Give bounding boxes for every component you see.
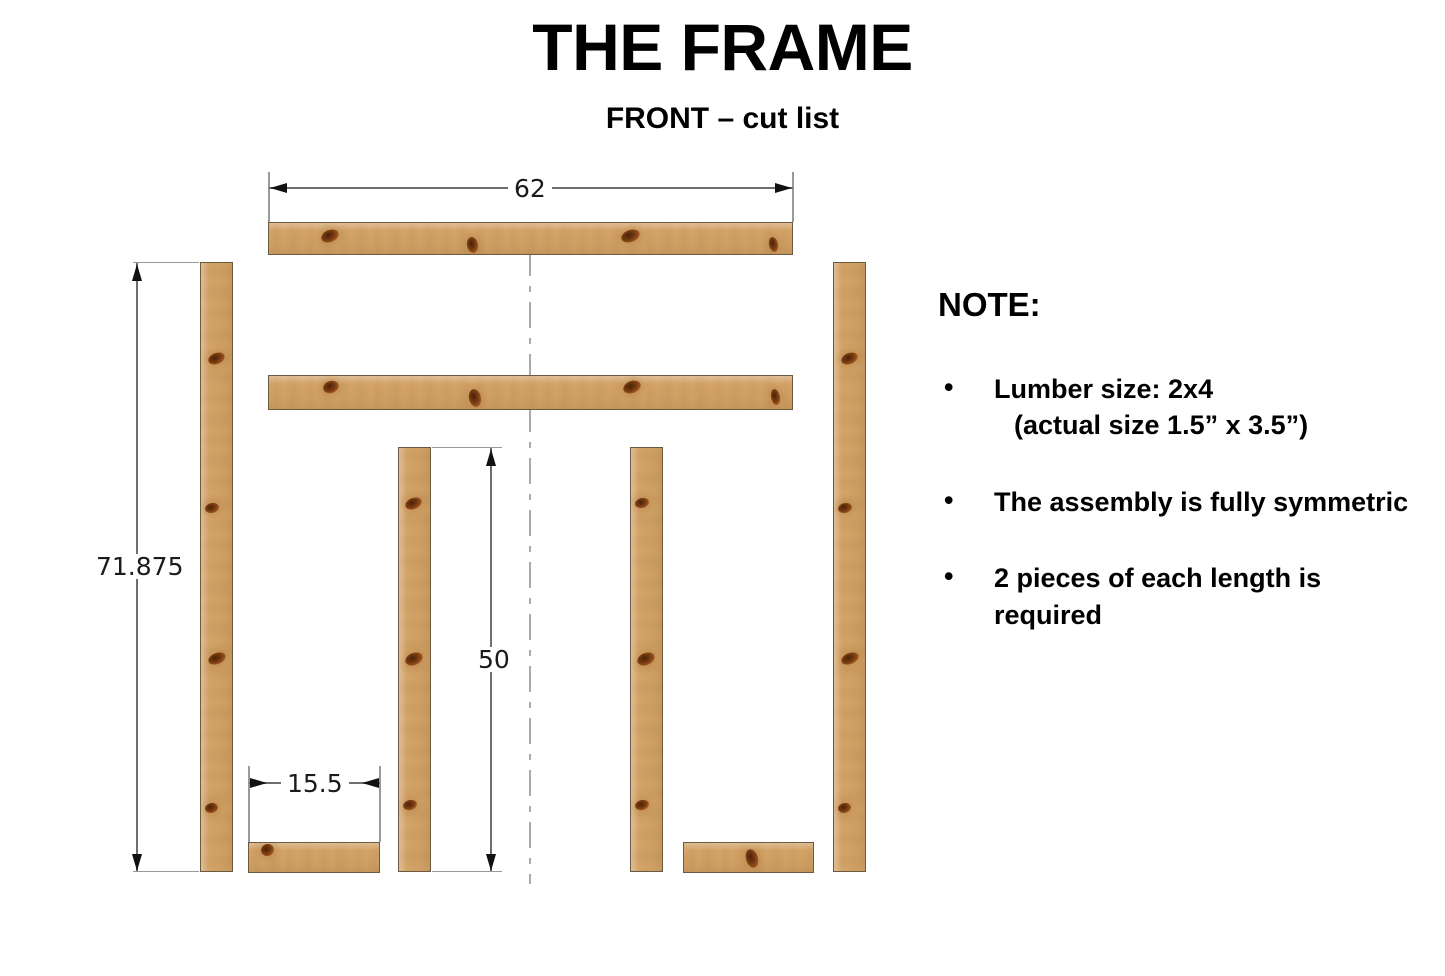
ext-line-50-bottom: [432, 871, 502, 873]
note-item: • Lumber size: 2x4 (actual size 1.5” x 3…: [938, 371, 1428, 444]
arrow-62-left: [270, 183, 287, 193]
dim-label-71875: 71.875: [90, 554, 190, 579]
ext-line-top-right: [792, 172, 794, 222]
bullet-icon: •: [944, 561, 954, 592]
page-subtitle: FRONT – cut list: [605, 102, 840, 135]
note-item-text: The assembly is fully symmetric: [994, 486, 1409, 517]
page-title: THE FRAME: [532, 10, 913, 84]
ext-line-155-right: [379, 766, 381, 842]
arrow-71875-up: [132, 264, 142, 281]
arrow-50-down: [486, 854, 496, 871]
lumber-outer-post-left: [200, 262, 233, 872]
note-item: • 2 pieces of each length is required: [938, 560, 1428, 633]
ext-line-left-top: [133, 262, 199, 264]
dim-label-50: 50: [472, 647, 516, 672]
lumber-inner-post-left: [398, 447, 431, 872]
bullet-icon: •: [944, 484, 954, 515]
arrow-155-inleft: [250, 778, 267, 788]
lumber-top-rail: [268, 222, 793, 255]
arrow-50-up: [486, 449, 496, 466]
note-item-text: Lumber size: 2x4: [994, 374, 1214, 404]
dim-label-155: 15.5: [281, 771, 349, 796]
dim-label-62: 62: [508, 176, 552, 201]
ext-line-left-bottom: [133, 871, 199, 873]
lumber-middle-rail: [268, 375, 793, 410]
ext-line-155-left: [248, 766, 250, 842]
frame-drawing: 62 71.875: [90, 172, 866, 884]
arrow-71875-down: [132, 854, 142, 871]
arrow-155-inright: [362, 778, 379, 788]
arrow-62-right: [775, 183, 792, 193]
note-panel: NOTE: • Lumber size: 2x4 (actual size 1.…: [938, 288, 1428, 673]
note-item: • The assembly is fully symmetric: [938, 484, 1428, 520]
lumber-inner-post-right: [630, 447, 663, 872]
note-heading: NOTE:: [938, 286, 1041, 323]
note-item-subtext: (actual size 1.5” x 3.5”): [1014, 410, 1309, 441]
ext-line-50-top: [432, 447, 502, 449]
lumber-bottom-block-left: [248, 842, 380, 873]
ext-line-top-left: [268, 172, 270, 222]
centerline: [529, 250, 531, 884]
bullet-icon: •: [944, 372, 954, 402]
lumber-outer-post-right: [833, 262, 866, 872]
lumber-bottom-block-right: [683, 842, 814, 873]
note-item-text: 2 pieces of each length is required: [994, 563, 1322, 630]
